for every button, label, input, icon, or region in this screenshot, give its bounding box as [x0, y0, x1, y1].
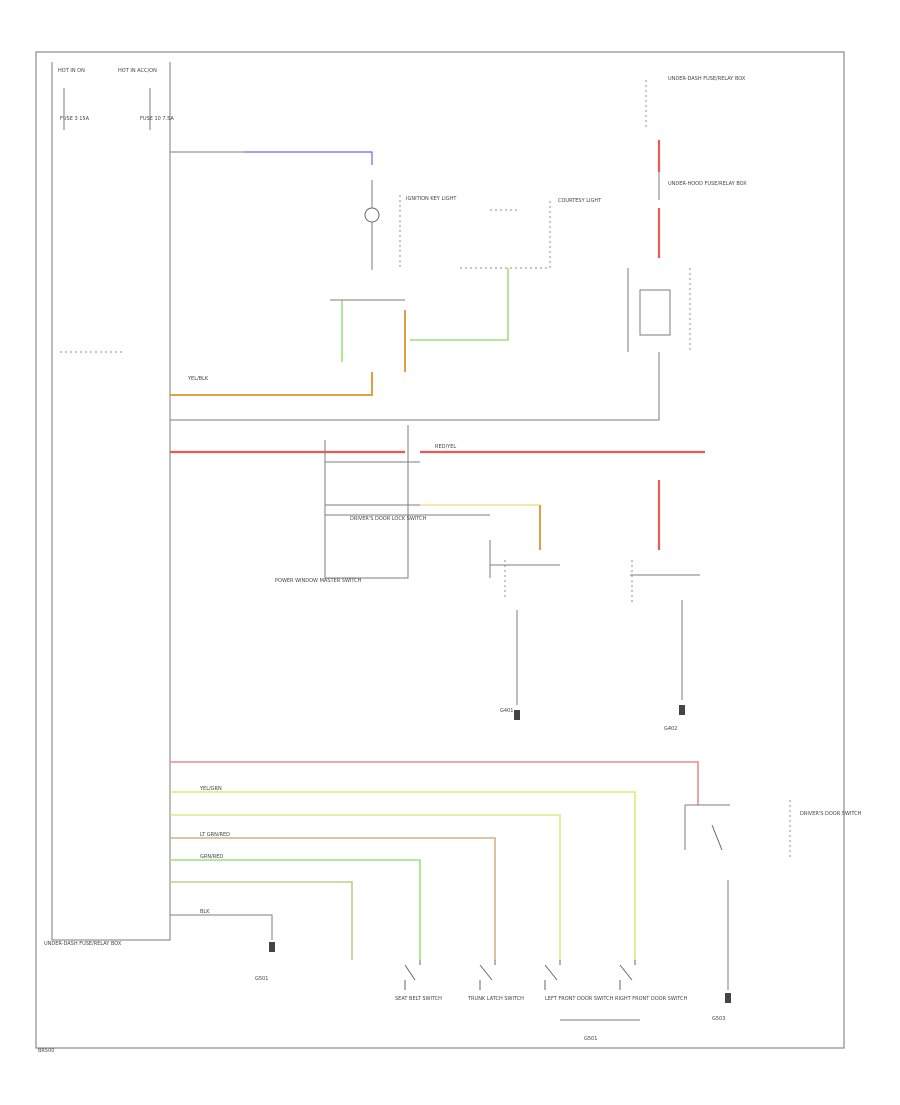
seat-belt-switch-label: SEAT BELT SWITCH	[395, 996, 442, 1002]
ground-g503-icon	[725, 993, 731, 1003]
orange-wire-label: YEL/BLK	[187, 376, 209, 382]
tan-wire-label: LT GRN/RED	[200, 832, 230, 838]
diagram-border	[35, 51, 845, 1049]
left-door-switch-label: LEFT FRONT DOOR SWITCH	[545, 996, 614, 1002]
fuse-label-b: FUSE 10 7.5A	[140, 116, 174, 122]
bottom-switches: SEAT BELT SWITCH TRUNK LATCH SWITCH LEFT…	[395, 960, 688, 1042]
driver-door-switch-label: DRIVER'S DOOR SWITCH	[800, 811, 862, 817]
right-fuse-box-label: UNDER-DASH FUSE/RELAY BOX	[668, 76, 746, 82]
hot-label-a: HOT IN ON	[58, 68, 85, 74]
seat-belt-switch	[404, 960, 421, 990]
lgreen-wire-label: YEL/GRN	[199, 786, 222, 792]
right-door-switch-label: RIGHT FRONT DOOR SWITCH	[615, 996, 688, 1002]
left-fuse-box-label: UNDER-DASH FUSE/RELAY BOX	[44, 941, 122, 947]
ignition-key-light-label: IGNITION KEY LIGHT	[406, 196, 457, 202]
bulb-icon	[364, 207, 380, 223]
center-middle-branch: G401	[489, 540, 560, 720]
right-fuse-box: UNDER-DASH FUSE/RELAY BOX UNDER-HOOD FUS…	[170, 76, 747, 421]
ignition-key-light-circuit: IGNITION KEY LIGHT	[170, 151, 457, 270]
ground-g402-label: G402	[664, 726, 677, 732]
ground-g501-icon	[269, 942, 275, 952]
trunk-latch-switch	[479, 960, 496, 990]
ground-g503-label: G503	[712, 1016, 725, 1022]
relay-box-label: UNDER-HOOD FUSE/RELAY BOX	[668, 181, 747, 187]
ground-g401-icon	[514, 710, 520, 720]
ground-g402-icon	[679, 705, 685, 715]
right-front-door-switch	[619, 960, 636, 990]
lower-switch-bus: YEL/GRN LT GRN/RED GRN/RED BLK	[170, 761, 699, 960]
power-window-master-label: POWER WINDOW MASTER SWITCH	[275, 578, 362, 584]
bottom-left-tag: BR500	[38, 1048, 54, 1054]
wire-yel-blk	[170, 372, 373, 396]
red-wire-label: RED/YEL	[435, 444, 456, 450]
right-lower-switch: DRIVER'S DOOR SWITCH G503	[684, 800, 862, 1022]
power-window-master-section: POWER WINDOW MASTER SWITCH DRIVER'S DOOR…	[170, 425, 705, 584]
bottom-center-tag: G501	[584, 1036, 597, 1042]
black-wire-label: BLK	[200, 909, 210, 915]
hot-label-b: HOT IN ACC/ON	[118, 68, 157, 74]
fuse-label-a: FUSE 3 15A	[60, 116, 90, 122]
trunk-switch-label: TRUNK LATCH SWITCH	[467, 996, 524, 1002]
right-middle-branch: G402	[630, 480, 700, 732]
ground-g401-label: G401	[500, 708, 513, 714]
left-front-door-switch	[544, 960, 561, 990]
left-fuse-box: HOT IN ON HOT IN ACC/ON FUSE 3 15A FUSE …	[44, 62, 174, 947]
green-wire-label: GRN/RED	[200, 854, 223, 860]
driver-door-lock-label: DRIVER'S DOOR LOCK SWITCH	[350, 516, 427, 522]
ground-g501-label: G501	[255, 976, 268, 982]
courtesy-light-label: COURTESY LIGHT	[558, 198, 602, 204]
courtesy-light-block: COURTESY LIGHT	[330, 198, 602, 372]
